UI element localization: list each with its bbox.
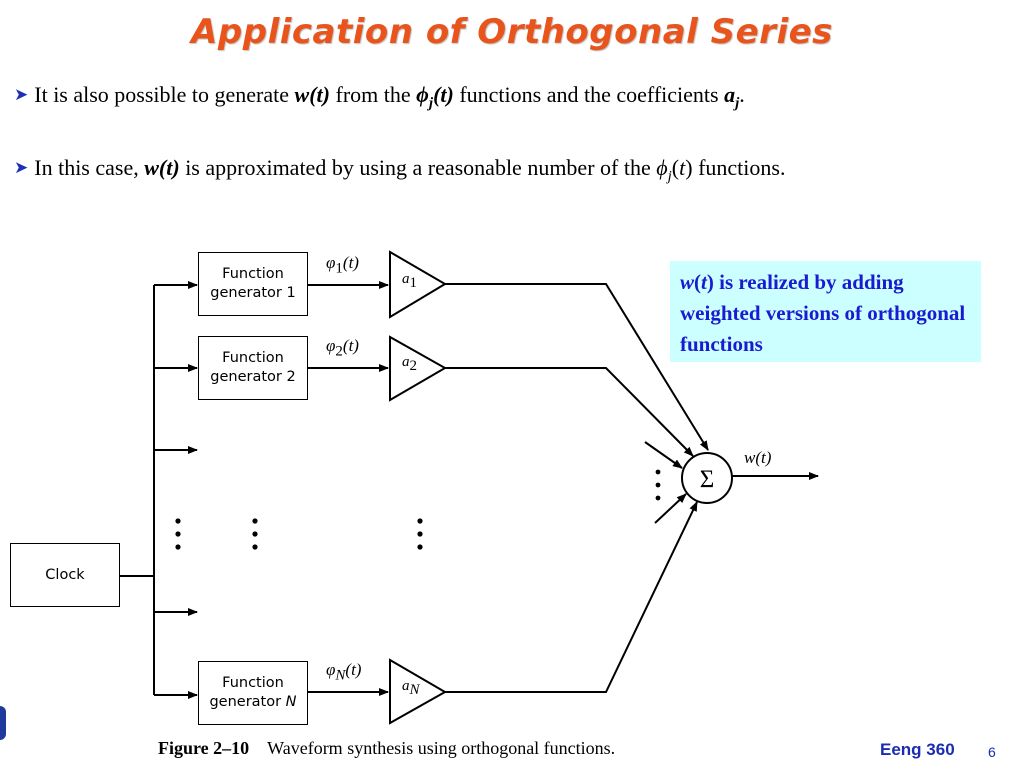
output-label: w(t) [744, 448, 772, 467]
ellipsis-dots [175, 469, 661, 550]
page-number: 6 [988, 744, 996, 760]
signal-label-2: φ2(t) [326, 336, 359, 360]
extra-input-upper [644, 441, 683, 469]
summing-junction [681, 452, 733, 504]
bullet-arrow-icon: ➤ [14, 85, 29, 104]
extra-input-lower [654, 493, 687, 524]
gain-label-n: aN [402, 678, 420, 698]
callout-note: w(t) is realized by adding weighted vers… [670, 261, 981, 362]
signal-label-n: φN(t) [326, 660, 362, 684]
footer-course: Eeng 360 [880, 740, 955, 759]
bullet-arrow-icon: ➤ [14, 158, 29, 177]
slide-edge-mark [0, 706, 6, 740]
amplifier-n [389, 658, 448, 725]
amplifier-1 [389, 250, 447, 319]
bullet-1: ➤It is also possible to generate w(t) fr… [14, 82, 745, 112]
figure-caption: Figure 2–10 Waveform synthesis using orth… [158, 738, 615, 759]
amplifier-2 [389, 335, 448, 402]
signal-label-1: φ1(t) [326, 253, 359, 277]
figure-number: Figure 2–10 [158, 738, 250, 758]
sum-symbol: Σ [700, 466, 715, 493]
clock-box: Clock [10, 543, 120, 607]
slide-title: Application of Orthogonal Series [191, 12, 833, 52]
figure-caption-text: Waveform synthesis using orthogonal func… [267, 738, 616, 758]
amp1-to-sum [445, 283, 709, 451]
gain-label-2: a2 [402, 354, 417, 374]
ampN-to-sum [445, 501, 698, 693]
gain-label-1: a1 [402, 271, 417, 291]
bullet-2: ➤In this case, w(t) is approximated by u… [14, 155, 786, 185]
amp2-to-sum [445, 367, 694, 457]
